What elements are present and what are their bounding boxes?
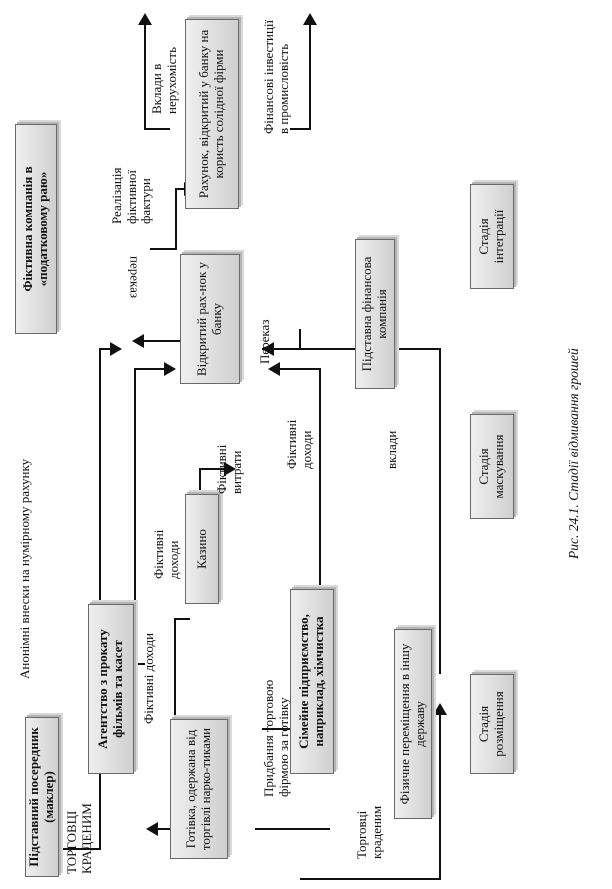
transfer-right-label: Переказ (257, 319, 272, 364)
connector-agency-to-bank (134, 368, 170, 665)
stage-layering-box: Стадія маскування (470, 414, 514, 519)
connector-bank-to-shell (262, 329, 301, 350)
stage-integration-box: Стадія інтеграції (470, 184, 514, 289)
arrowhead (224, 462, 236, 476)
connector-stolen-to-move (300, 709, 441, 880)
bank-account-box: Відкритий рах-нок у банку (180, 254, 240, 384)
connector-invoice (150, 188, 190, 250)
shell-finance-box: Підставна фінансова компанія (355, 239, 395, 389)
transfer-left-label: переказ (127, 256, 143, 299)
arrowhead (132, 334, 144, 348)
arrowhead (164, 362, 176, 376)
film-agency-box: Агентство з прокату фільмів та касет (88, 604, 134, 774)
connector-family-to-bank (274, 368, 321, 674)
real-estate-label: Вклади в нерухомість (149, 46, 179, 114)
solid-account-box: Рахунок, відкритий у банку на користь со… (185, 19, 239, 209)
connector-industry (290, 19, 311, 130)
broker-box: Підставний посередник (маклер) (25, 717, 59, 877)
offshore-company-box: Фіктивна компанія в «податковому раю» (15, 124, 57, 334)
casino-box: Казино (185, 494, 219, 604)
anonymous-deposits-label: Анонімні внески на нумірному рахунку (17, 458, 32, 679)
arrowhead (146, 822, 158, 836)
arrowhead (433, 703, 447, 715)
stage-placement-box: Стадія розміщення (470, 674, 514, 774)
arrowhead (110, 342, 122, 356)
stolen-trade-bottom-label: Торговці краденим (354, 805, 384, 859)
connector-purchase-to-casino (174, 618, 190, 729)
arrowhead (303, 13, 317, 25)
fictitious-income-label-2: Фіктивні доходи (151, 529, 181, 579)
fictitious-expenses-label: Фіктивні витрати (214, 444, 244, 494)
cash-drugs-box: Готівка, одержана від торгівлі нарко-тик… (170, 719, 228, 859)
family-business-box: Сімейне підприємство, наприклад, хімчист… (290, 589, 334, 774)
deposits-label: вклади (384, 430, 399, 469)
invoice-label: Реалізація фіктивної фактури (109, 167, 154, 224)
physical-move-box: Фізичне переміщення в іншу державу (394, 629, 432, 819)
stolen-trade-top-label: ТОРГОВЦІ КРАДЕНИМ (64, 803, 94, 874)
connector-move-to-bank (268, 348, 441, 674)
connector-real-estate (144, 19, 170, 130)
purchase-firm-label: Придбання торговою фірмою за готівку (261, 679, 291, 797)
industry-invest-label: Фінансові інвестиції в промисловість (261, 19, 291, 134)
arrowhead (138, 13, 152, 25)
arrowhead (268, 362, 280, 376)
fictitious-income-label-3: Фіктивні доходи (284, 419, 314, 469)
figure-caption: Рис. 24.1. Стадії відмивання грошей (566, 348, 581, 559)
fictitious-income-label-1: Фіктивні доходи (141, 632, 156, 724)
